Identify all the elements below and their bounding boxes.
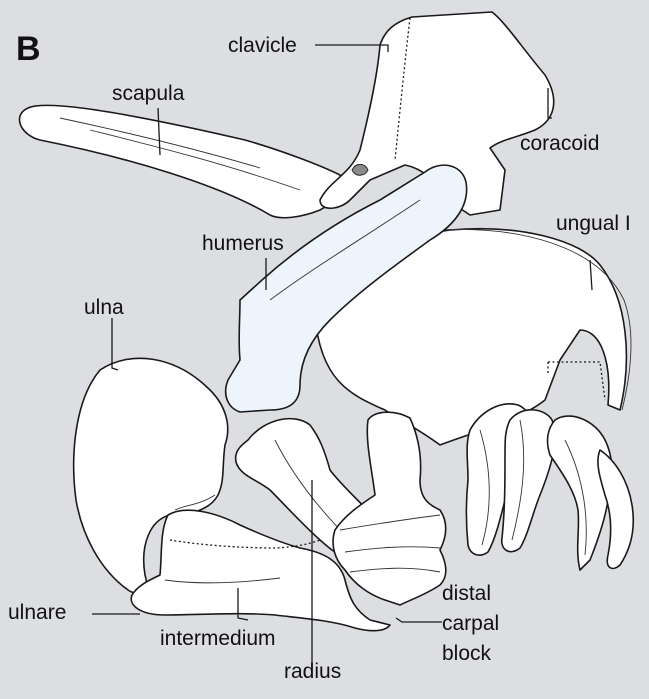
label-ulna: ulna bbox=[84, 296, 124, 320]
panel-letter: B bbox=[16, 30, 41, 69]
label-coracoid: coracoid bbox=[520, 132, 599, 156]
label-humerus: humerus bbox=[202, 232, 284, 256]
label-scapula: scapula bbox=[112, 82, 184, 106]
scapula-bone bbox=[19, 105, 341, 217]
label-radius: radius bbox=[284, 660, 341, 684]
digit-bones bbox=[467, 404, 634, 570]
label-ulnare: ulnare bbox=[8, 601, 66, 625]
label-ungual: ungual I bbox=[556, 212, 631, 236]
label-distal: distal bbox=[442, 582, 491, 606]
label-intermedium: intermedium bbox=[160, 627, 276, 651]
label-clavicle: clavicle bbox=[228, 34, 297, 58]
label-block: block bbox=[442, 642, 491, 666]
label-carpal: carpal bbox=[442, 612, 499, 636]
